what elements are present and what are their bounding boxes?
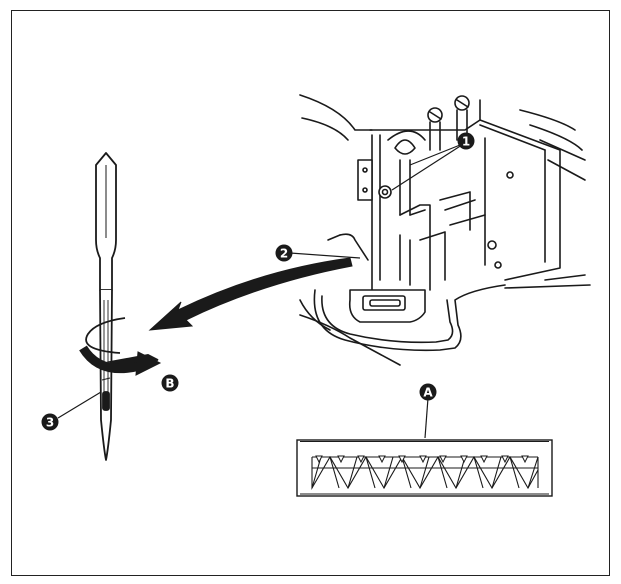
zoom-arrow xyxy=(148,257,353,331)
callout-b-label: B xyxy=(165,377,174,391)
callout-2: 2 xyxy=(275,244,293,262)
callout-b: B xyxy=(161,374,179,392)
callout-1: 1 xyxy=(457,132,475,150)
callout-2-label: 2 xyxy=(280,247,288,261)
sewing-machine-head xyxy=(299,94,591,366)
callout-1-label: 1 xyxy=(462,135,470,149)
callout-3: 3 xyxy=(41,413,59,431)
rotation-arrow xyxy=(79,317,162,376)
sewing-needle xyxy=(95,152,117,461)
leader-lines xyxy=(57,142,466,439)
callout-3-label: 3 xyxy=(46,416,54,430)
stitch-pattern-box xyxy=(296,439,553,497)
callout-a-label: A xyxy=(423,386,433,400)
callout-a: A xyxy=(419,383,437,401)
